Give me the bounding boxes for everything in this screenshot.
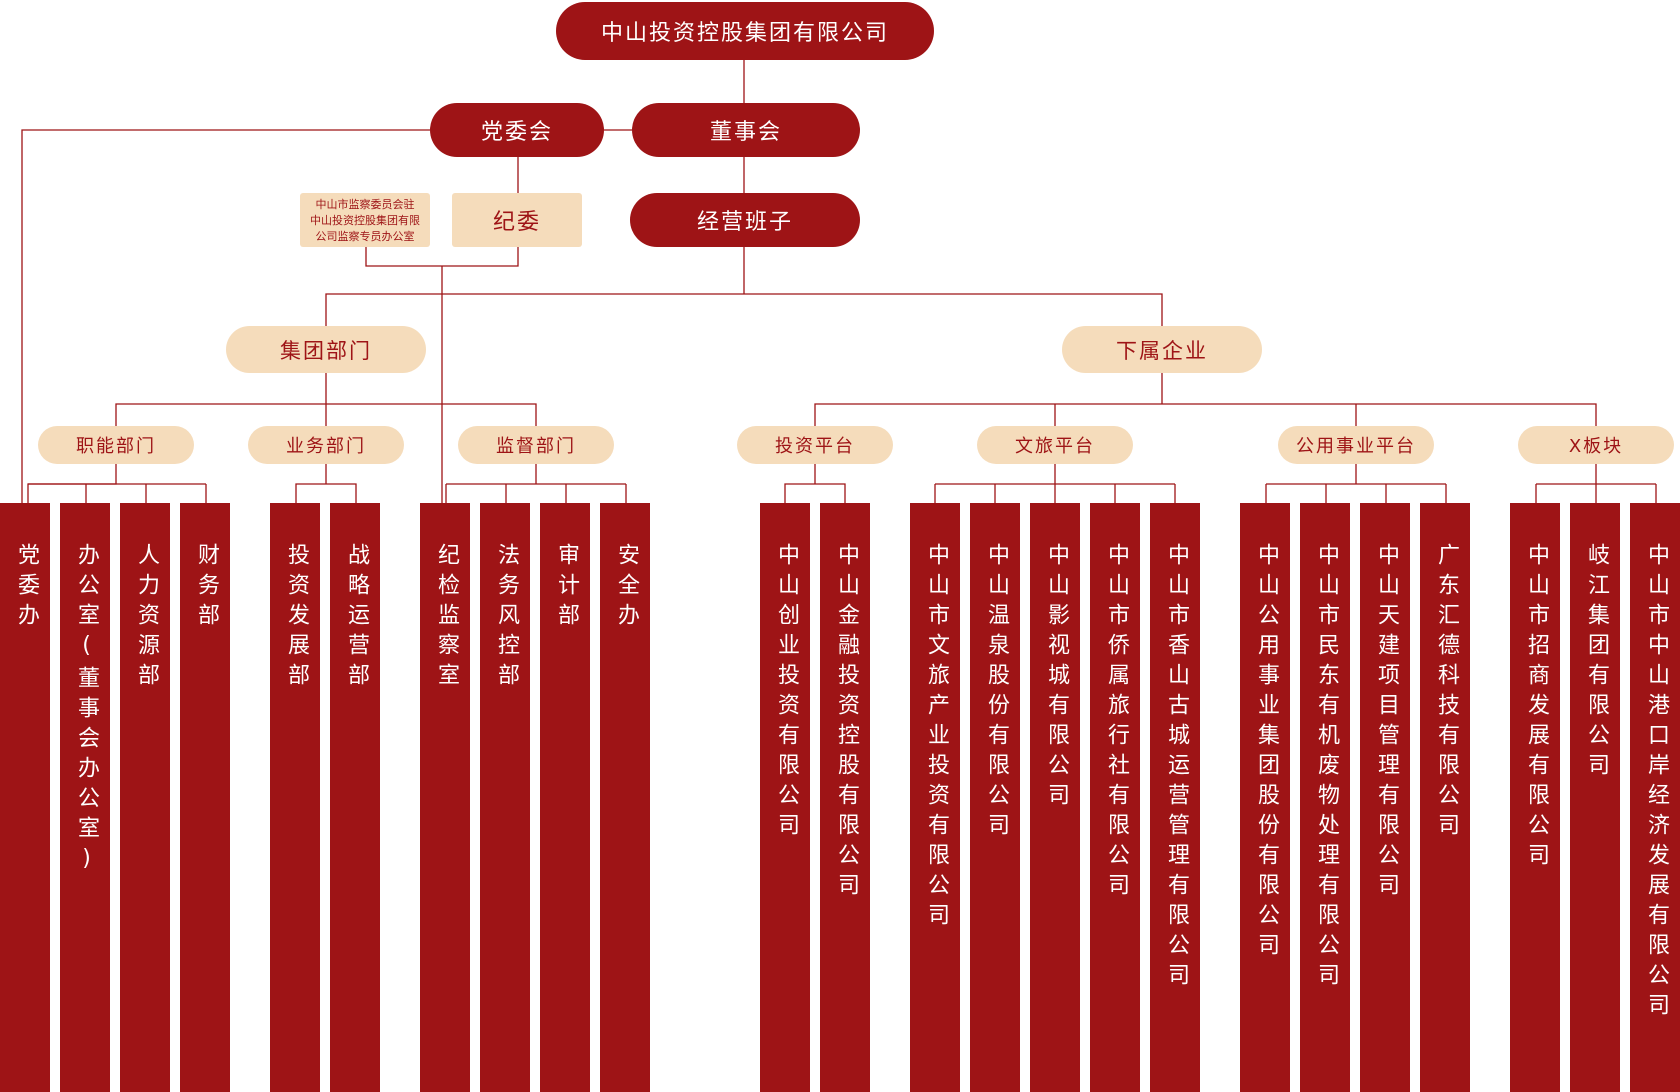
line-x-children [1535, 464, 1657, 503]
line-investment-children [784, 464, 846, 503]
company-tianjian-project: 中山天建项目管理有限公司 [1360, 503, 1410, 1092]
functional-departments: 职能部门 [38, 426, 194, 464]
company-culture-tourism-investment: 中山市文旅产业投资有限公司 [910, 503, 960, 1092]
dept-discipline-inspection: 纪检监察室 [420, 503, 470, 1092]
line-group-departments [115, 373, 537, 426]
business-departments: 业务部门 [248, 426, 404, 464]
line-discipline-bracket [365, 247, 519, 267]
management-team: 经营班子 [630, 193, 860, 247]
dept-general-office: 办公室(董事会办公室) [60, 503, 110, 1092]
company-financial-investment: 中山金融投资控股有限公司 [820, 503, 870, 1092]
public-utilities-platform: 公用事业平台 [1278, 426, 1434, 464]
company-public-utilities-group: 中山公用事业集团股份有限公司 [1240, 503, 1290, 1092]
company-port-economy: 中山市中山港口岸经济发展有限公司 [1630, 503, 1680, 1092]
dept-audit: 审计部 [540, 503, 590, 1092]
subsidiaries: 下属企业 [1062, 326, 1262, 373]
line-management-split [325, 247, 1163, 326]
party-committee: 党委会 [430, 103, 604, 157]
dept-party-office: 党委办 [0, 503, 50, 1092]
dept-finance: 财务部 [180, 503, 230, 1092]
line-utilities-children [1265, 464, 1447, 503]
root-company: 中山投资控股集团有限公司 [556, 2, 934, 60]
company-venture-investment: 中山创业投资有限公司 [760, 503, 810, 1092]
dept-human-resources: 人力资源部 [120, 503, 170, 1092]
discipline-committee: 纪委 [452, 193, 582, 247]
dept-safety-office: 安全办 [600, 503, 650, 1092]
supervisory-departments: 监督部门 [458, 426, 614, 464]
board-of-directors: 董事会 [632, 103, 860, 157]
company-qijiang-group: 岐江集团有限公司 [1570, 503, 1620, 1092]
group-departments: 集团部门 [226, 326, 426, 373]
supervision-office-note: 中山市监察委员会驻 中山投资控股集团有限 公司监察专员办公室 [300, 193, 430, 247]
line-party-office [21, 129, 430, 503]
line-supervisory-children [445, 464, 627, 503]
line-business-children [295, 464, 357, 503]
culture-tourism-platform: 文旅平台 [977, 426, 1133, 464]
company-investment-promotion: 中山市招商发展有限公司 [1510, 503, 1560, 1092]
company-huide-tech: 广东汇德科技有限公司 [1420, 503, 1470, 1092]
dept-investment-development: 投资发展部 [270, 503, 320, 1092]
line-culture-children [934, 464, 1176, 503]
dept-strategy-operations: 战略运营部 [330, 503, 380, 1092]
company-organic-waste: 中山市民东有机废物处理有限公司 [1300, 503, 1350, 1092]
company-hot-spring: 中山温泉股份有限公司 [970, 503, 1020, 1092]
company-travel-agency: 中山市侨属旅行社有限公司 [1090, 503, 1140, 1092]
company-film-city: 中山影视城有限公司 [1030, 503, 1080, 1092]
company-ancient-city: 中山市香山古城运营管理有限公司 [1150, 503, 1200, 1092]
x-sector: X板块 [1518, 426, 1674, 464]
dept-legal-risk: 法务风控部 [480, 503, 530, 1092]
investment-platform: 投资平台 [737, 426, 893, 464]
line-subsidiaries [814, 373, 1597, 426]
